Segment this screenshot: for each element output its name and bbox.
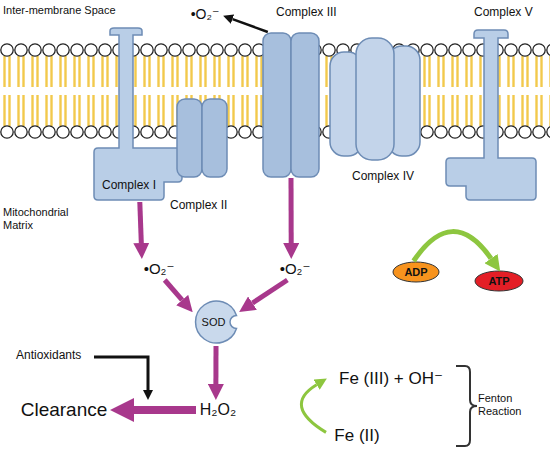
annotation-label: Mitochondrial Matrix bbox=[3, 206, 81, 231]
node-label: ADP bbox=[392, 261, 440, 283]
arrow-connector bbox=[253, 280, 288, 303]
complex-subunit bbox=[263, 33, 291, 177]
node-label: Complex II bbox=[170, 199, 227, 213]
node-label: Clearance bbox=[16, 398, 112, 422]
reaction-species: Fe (II) bbox=[326, 424, 388, 448]
fenton-bracket bbox=[456, 366, 477, 446]
node-label: Fe (III) + OH⁻ bbox=[326, 367, 456, 391]
molecule-node: H₂O₂ bbox=[196, 399, 240, 421]
superoxide-node: •O₂⁻ bbox=[276, 258, 314, 280]
complex-subunit bbox=[291, 33, 319, 177]
superoxide-node: •O₂⁻ bbox=[140, 258, 178, 280]
outcome-node: Clearance bbox=[16, 398, 112, 422]
complex-subunit bbox=[202, 99, 227, 177]
molecule-oval bbox=[475, 271, 523, 291]
arrow-connector bbox=[213, 346, 218, 384]
node-label: ATP bbox=[474, 270, 524, 292]
arrow-connector bbox=[414, 232, 491, 261]
complex-protein: Complex I bbox=[92, 26, 184, 202]
arrow-connector bbox=[289, 178, 294, 243]
arrow-connector bbox=[301, 385, 326, 433]
arrow-connector bbox=[134, 406, 196, 414]
complex-protein: Complex III bbox=[262, 32, 320, 178]
node-label: Complex III bbox=[276, 6, 337, 20]
complex-protein: Complex II bbox=[176, 98, 228, 178]
antioxidant-arrow bbox=[94, 357, 148, 390]
complex-protein: Complex IV bbox=[328, 36, 422, 162]
node-shape bbox=[92, 26, 184, 202]
complex-outline bbox=[94, 28, 182, 200]
enzyme-circle: SOD bbox=[192, 298, 240, 346]
complex-subunit bbox=[356, 38, 394, 160]
arrow-connector bbox=[165, 280, 183, 300]
complex-outline bbox=[446, 30, 536, 200]
complex-protein: Complex V bbox=[440, 28, 540, 204]
node-shape bbox=[328, 36, 422, 162]
molecule-oval: ATP bbox=[474, 270, 524, 292]
annotation-label: Fenton Reaction bbox=[478, 392, 536, 417]
node-shape bbox=[176, 98, 228, 178]
annotation-label: Inter-membrane Space bbox=[3, 4, 116, 17]
node-label: Complex IV bbox=[352, 170, 414, 184]
node-label: •O₂⁻ bbox=[140, 258, 178, 280]
molecule-oval: ADP bbox=[392, 261, 440, 283]
node-shape bbox=[262, 32, 320, 178]
complex-subunit bbox=[177, 99, 202, 177]
node-label: Fe (II) bbox=[326, 424, 388, 448]
node-shape bbox=[440, 28, 540, 204]
node-label: Complex I bbox=[102, 179, 156, 193]
node-label: Complex V bbox=[474, 6, 533, 20]
superoxide-node: •O₂⁻ bbox=[186, 4, 224, 24]
annotation-label: Antioxidants bbox=[16, 349, 81, 363]
arrow-connector bbox=[233, 19, 268, 32]
reaction-species: Fe (III) + OH⁻ bbox=[326, 367, 456, 391]
node-label: •O₂⁻ bbox=[186, 4, 224, 24]
node-label: SOD bbox=[192, 298, 240, 346]
node-label: •O₂⁻ bbox=[276, 258, 314, 280]
arrow-connector bbox=[140, 202, 142, 243]
molecule-oval bbox=[393, 262, 439, 282]
node-label: H₂O₂ bbox=[196, 399, 240, 421]
